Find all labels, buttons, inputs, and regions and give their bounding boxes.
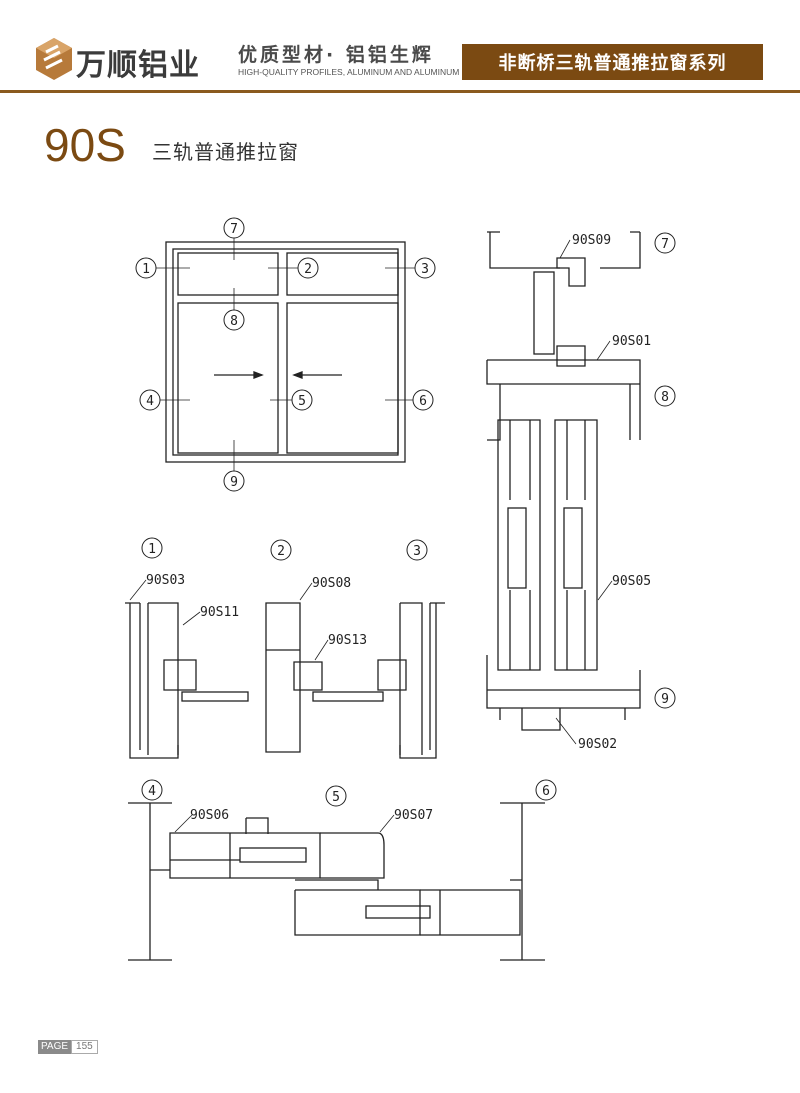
page-label: PAGE [38, 1040, 72, 1054]
section-marker-6: 6 [542, 784, 550, 799]
marker-8: 8 [230, 314, 238, 329]
marker-1: 1 [142, 262, 150, 277]
profile-code: 90S07 [394, 808, 433, 823]
header-divider [0, 90, 800, 93]
marker-9: 9 [230, 475, 238, 490]
profile-code: 90S13 [328, 633, 367, 648]
profile-code: 90S05 [612, 574, 651, 589]
marker-6: 6 [419, 394, 427, 409]
profile-code: 90S06 [190, 808, 229, 823]
section-marker-8: 8 [661, 390, 669, 405]
profile-code: 90S08 [312, 576, 351, 591]
section-marker-2: 2 [277, 544, 285, 559]
window-elevation [156, 238, 415, 471]
profile-code: 90S03 [146, 573, 185, 588]
section-marker-7: 7 [661, 237, 669, 252]
slogan-english: HIGH-QUALITY PROFILES, ALUMINUM AND ALUM… [238, 67, 460, 77]
page-indicator: PAGE 155 [38, 1040, 98, 1054]
marker-3: 3 [421, 262, 429, 277]
model-number: 90S [44, 119, 126, 171]
section-marker-9: 9 [661, 692, 669, 707]
marker-2: 2 [304, 262, 312, 277]
brand-logo [36, 38, 72, 80]
section-marker-1: 1 [148, 542, 156, 557]
profile-code: 90S02 [578, 737, 617, 752]
slogan: 优质型材· 铝铝生辉 [238, 44, 434, 66]
profile-code: 90S01 [612, 334, 651, 349]
section-marker-5: 5 [332, 790, 340, 805]
marker-5: 5 [298, 394, 306, 409]
marker-7: 7 [230, 222, 238, 237]
section-marker-4: 4 [148, 784, 156, 799]
brand-name: 万顺铝业 [76, 48, 200, 83]
product-subtitle: 三轨普通推拉窗 [152, 140, 299, 164]
section-marker-3: 3 [413, 544, 421, 559]
series-banner: 非断桥三轨普通推拉窗系列 [462, 44, 763, 80]
horizontal-section-bottom [128, 802, 545, 961]
marker-4: 4 [146, 394, 154, 409]
page-number: 155 [71, 1040, 98, 1054]
vertical-section [486, 231, 641, 731]
profile-code: 90S11 [200, 605, 239, 620]
horizontal-section-top [125, 602, 445, 759]
profile-code: 90S09 [572, 233, 611, 248]
callout-markers [135, 217, 676, 807]
